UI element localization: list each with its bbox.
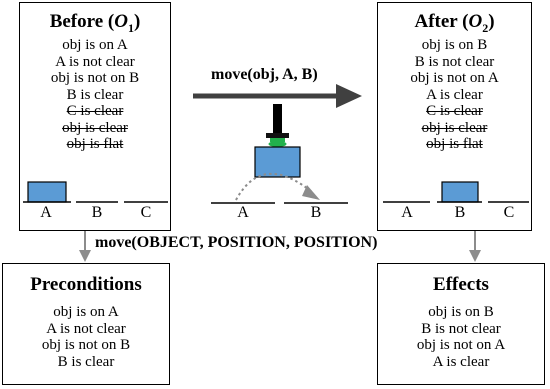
struck-fact-line: obj is flat	[426, 136, 483, 152]
precondition-line: obj is on A	[53, 304, 119, 320]
down-arrow-right	[469, 230, 481, 262]
before-state-box: Before (O1) obj is on A A is not clear o…	[19, 2, 171, 231]
struck-fact-line: C is clear	[426, 103, 483, 119]
preconditions-list: obj is on A A is not clear obj is not on…	[3, 304, 169, 370]
fact-line: B is not clear	[414, 53, 495, 70]
fact-line: A is clear	[426, 86, 483, 103]
preconditions-box: Preconditions obj is on A A is not clear…	[2, 263, 170, 385]
effect-line: A is clear	[432, 353, 490, 370]
after-scene	[383, 181, 529, 203]
slot-label-a: A	[40, 204, 52, 221]
before-title: Before (O1)	[49, 11, 141, 35]
effects-box: Effects obj is on B B is not clear obj i…	[377, 263, 545, 385]
slot-label-c: C	[140, 204, 152, 221]
precondition-line: B is clear	[57, 353, 115, 370]
effects-title: Effects	[433, 274, 489, 295]
action-label: move(obj, A, B)	[211, 66, 318, 83]
effects-list: obj is on B B is not clear obj is not on…	[378, 304, 544, 370]
schema-label: move(OBJECT, POSITION, POSITION)	[95, 234, 378, 251]
effect-line: B is not clear	[421, 320, 501, 337]
precondition-line: obj is not on B	[41, 337, 131, 353]
fact-line: A is not clear	[55, 53, 135, 70]
block-on-a	[27, 181, 67, 203]
action-arrow	[193, 84, 362, 108]
block-on-b	[441, 181, 479, 203]
fact-line: obj is not on B	[50, 70, 140, 86]
slot-label-c: C	[503, 204, 515, 221]
after-title: After (O2)	[414, 11, 495, 35]
lifted-block	[254, 146, 301, 178]
trajectory-arc	[235, 172, 313, 201]
struck-fact-line: obj is clear	[62, 119, 128, 136]
gripper-icon	[266, 104, 289, 147]
before-fact-list: obj is on A A is not clear obj is not on…	[20, 37, 170, 153]
after-fact-list: obj is on B B is not clear obj is not on…	[378, 37, 531, 153]
trajectory-arrowhead	[302, 185, 320, 200]
slot-label-a: A	[401, 204, 413, 221]
struck-fact-line: C is clear	[66, 103, 124, 119]
effect-line: obj is not on A	[416, 337, 506, 353]
effect-line: obj is on B	[428, 304, 494, 320]
fact-line: obj is on A	[62, 37, 128, 53]
preconditions-title: Preconditions	[30, 274, 142, 295]
after-state-box: After (O2) obj is on B B is not clear ob…	[377, 2, 532, 231]
down-arrow-left	[79, 230, 91, 262]
struck-fact-line: obj is flat	[66, 136, 124, 152]
fact-line: obj is not on A	[410, 70, 499, 86]
fact-line: obj is on B	[421, 37, 488, 53]
slot-label-b: B	[454, 204, 466, 221]
slot-label-b: B	[91, 204, 103, 221]
struck-fact-line: obj is clear	[421, 119, 488, 136]
precondition-line: A is not clear	[46, 320, 126, 337]
middle-slot-label-b: B	[310, 204, 322, 221]
middle-slot-label-a: A	[237, 204, 249, 221]
before-scene	[23, 181, 168, 203]
fact-line: B is clear	[66, 86, 124, 103]
